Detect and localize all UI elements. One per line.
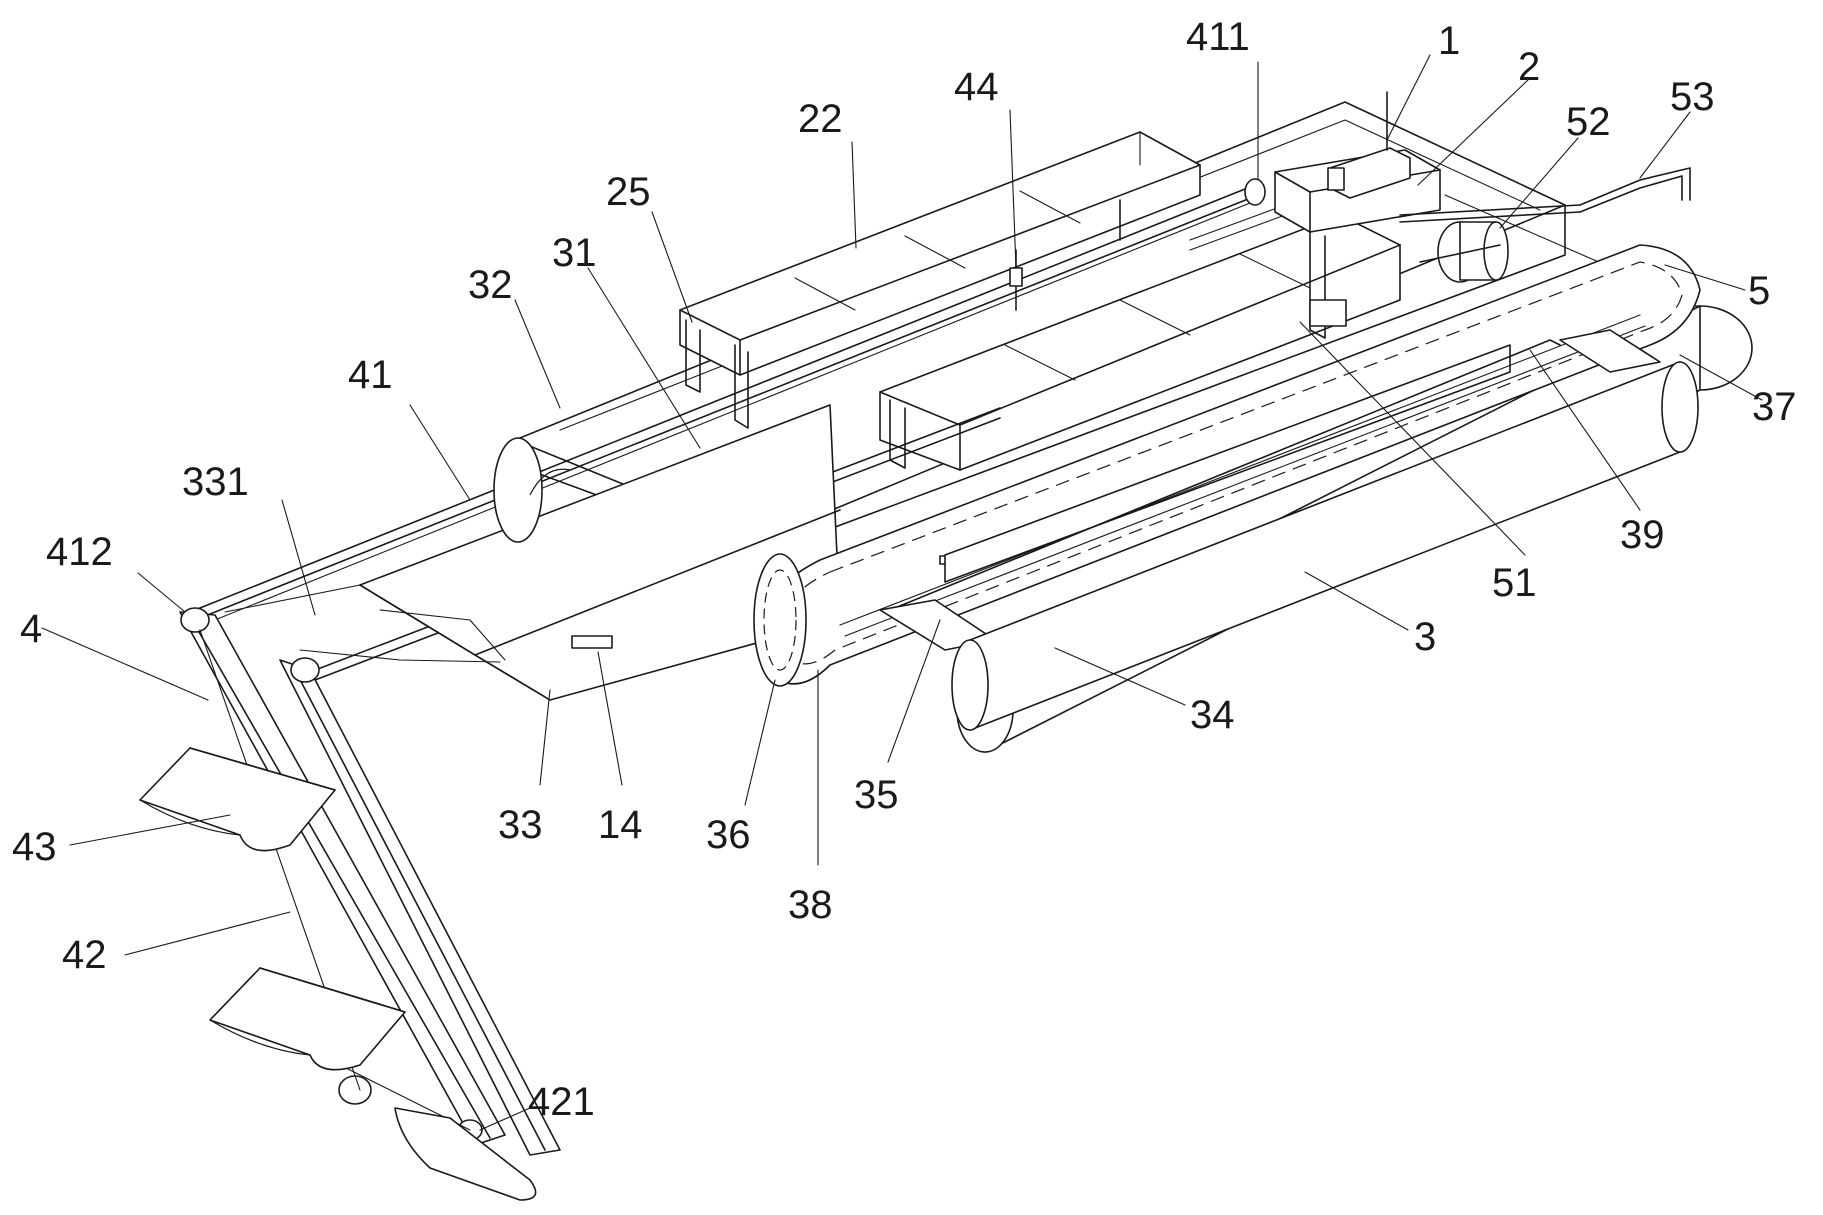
- reference-labels: 1 2 53 52 411 44 22 25 31 32 41 331 412 …: [12, 15, 1797, 1124]
- ladder-boom: [179, 607, 561, 1156]
- drive-shaft: [1399, 167, 1691, 283]
- label-52: 52: [1566, 100, 1611, 144]
- label-411: 411: [1186, 15, 1250, 59]
- label-5: 5: [1748, 269, 1770, 313]
- right-track: [753, 244, 1753, 753]
- label-4: 4: [20, 607, 42, 651]
- label-38: 38: [788, 883, 833, 927]
- label-37: 37: [1752, 385, 1797, 429]
- label-43: 43: [12, 825, 57, 869]
- label-331: 331: [182, 460, 249, 504]
- storage-boxes: [679, 131, 1201, 429]
- label-14: 14: [598, 803, 643, 847]
- label-3: 3: [1414, 615, 1436, 659]
- label-32: 32: [468, 263, 513, 307]
- label-33: 33: [498, 803, 543, 847]
- label-42: 42: [62, 933, 107, 977]
- label-36: 36: [706, 813, 751, 857]
- label-412: 412: [46, 530, 113, 574]
- label-41: 41: [348, 353, 393, 397]
- hopper: [224, 404, 841, 701]
- buckets: [139, 747, 537, 1201]
- leader-lines: [41, 54, 1763, 1131]
- label-1: 1: [1438, 19, 1460, 63]
- label-35: 35: [854, 773, 899, 817]
- left-float: [493, 437, 571, 543]
- label-44: 44: [954, 65, 999, 109]
- label-421: 421: [528, 1080, 595, 1124]
- label-2: 2: [1518, 45, 1540, 89]
- label-53: 53: [1670, 75, 1715, 119]
- control-unit: [1274, 91, 1441, 233]
- label-51: 51: [1492, 561, 1537, 605]
- label-34: 34: [1190, 693, 1235, 737]
- label-31: 31: [552, 231, 597, 275]
- label-39: 39: [1620, 513, 1665, 557]
- label-25: 25: [606, 170, 651, 214]
- label-22: 22: [798, 97, 843, 141]
